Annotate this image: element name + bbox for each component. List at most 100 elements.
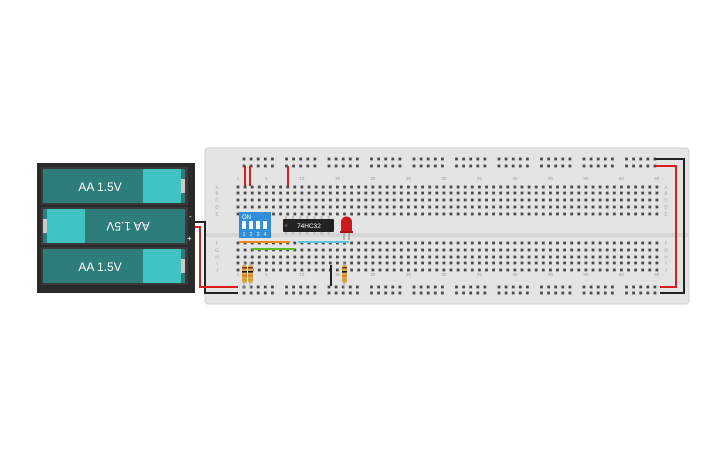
breadboard-hole[interactable] xyxy=(265,185,268,189)
breadboard-hole[interactable] xyxy=(632,164,635,168)
breadboard-hole[interactable] xyxy=(641,255,645,259)
breadboard-hole[interactable] xyxy=(591,261,595,265)
breadboard-hole[interactable] xyxy=(513,268,517,272)
breadboard-hole[interactable] xyxy=(293,268,297,272)
breadboard-hole[interactable] xyxy=(343,191,346,195)
breadboard-hole[interactable] xyxy=(378,268,382,272)
breadboard-hole[interactable] xyxy=(598,248,602,252)
breadboard-hole[interactable] xyxy=(293,255,297,259)
breadboard-hole[interactable] xyxy=(314,191,318,195)
breadboard-hole[interactable] xyxy=(603,291,607,295)
breadboard-hole[interactable] xyxy=(577,261,581,265)
breadboard-hole[interactable] xyxy=(499,248,503,252)
breadboard-hole[interactable] xyxy=(327,291,331,295)
breadboard-hole[interactable] xyxy=(499,185,503,189)
breadboard-hole[interactable] xyxy=(455,157,458,161)
breadboard-hole[interactable] xyxy=(556,212,559,216)
breadboard-hole[interactable] xyxy=(639,164,643,168)
breadboard-hole[interactable] xyxy=(350,255,353,259)
breadboard-hole[interactable] xyxy=(541,255,545,259)
breadboard-hole[interactable] xyxy=(449,261,453,265)
breadboard-hole[interactable] xyxy=(506,241,510,245)
breadboard-hole[interactable] xyxy=(504,164,508,168)
breadboard-hole[interactable] xyxy=(392,255,396,259)
breadboard-hole[interactable] xyxy=(655,191,659,195)
breadboard-hole[interactable] xyxy=(307,212,311,216)
breadboard-hole[interactable] xyxy=(492,198,495,202)
breadboard-hole[interactable] xyxy=(392,185,396,189)
breadboard-hole[interactable] xyxy=(470,261,474,265)
breadboard-hole[interactable] xyxy=(449,255,453,259)
breadboard-hole[interactable] xyxy=(541,205,545,209)
breadboard-hole[interactable] xyxy=(433,157,437,161)
breadboard-hole[interactable] xyxy=(513,255,517,259)
breadboard-hole[interactable] xyxy=(350,205,353,209)
breadboard-hole[interactable] xyxy=(563,205,566,209)
breadboard-hole[interactable] xyxy=(541,212,545,216)
breadboard-hole[interactable] xyxy=(527,185,531,189)
breadboard-hole[interactable] xyxy=(527,212,531,216)
breadboard-hole[interactable] xyxy=(506,261,510,265)
dip-toggle-2[interactable] xyxy=(249,221,253,229)
breadboard-hole[interactable] xyxy=(485,212,488,216)
breadboard-hole[interactable] xyxy=(463,255,467,259)
breadboard-hole[interactable] xyxy=(370,164,373,168)
breadboard-hole[interactable] xyxy=(377,285,380,289)
breadboard-hole[interactable] xyxy=(391,291,395,295)
breadboard-hole[interactable] xyxy=(641,205,645,209)
breadboard-hole[interactable] xyxy=(306,164,310,168)
breadboard-hole[interactable] xyxy=(625,157,628,161)
breadboard-hole[interactable] xyxy=(299,164,303,168)
breadboard-hole[interactable] xyxy=(307,268,311,272)
breadboard-hole[interactable] xyxy=(414,255,417,259)
breadboard-hole[interactable] xyxy=(605,212,609,216)
breadboard-hole[interactable] xyxy=(632,285,635,289)
breadboard-hole[interactable] xyxy=(250,191,254,195)
breadboard-hole[interactable] xyxy=(257,185,261,189)
breadboard-hole[interactable] xyxy=(470,241,474,245)
breadboard-hole[interactable] xyxy=(385,198,389,202)
breadboard-hole[interactable] xyxy=(414,205,417,209)
breadboard-hole[interactable] xyxy=(257,255,261,259)
breadboard-hole[interactable] xyxy=(371,198,375,202)
breadboard-hole[interactable] xyxy=(299,157,303,161)
breadboard-hole[interactable] xyxy=(293,205,297,209)
breadboard-hole[interactable] xyxy=(534,198,538,202)
breadboard-hole[interactable] xyxy=(520,198,524,202)
breadboard-hole[interactable] xyxy=(470,248,474,252)
breadboard-hole[interactable] xyxy=(348,164,352,168)
breadboard-hole[interactable] xyxy=(527,261,531,265)
breadboard-hole[interactable] xyxy=(556,185,559,189)
breadboard-hole[interactable] xyxy=(520,241,524,245)
breadboard-hole[interactable] xyxy=(236,185,240,189)
breadboard-hole[interactable] xyxy=(272,255,275,259)
breadboard-hole[interactable] xyxy=(328,255,332,259)
breadboard-hole[interactable] xyxy=(336,198,339,202)
breadboard-hole[interactable] xyxy=(307,185,311,189)
breadboard-hole[interactable] xyxy=(497,291,501,295)
breadboard-hole[interactable] xyxy=(350,185,353,189)
breadboard-hole[interactable] xyxy=(584,185,588,189)
breadboard-hole[interactable] xyxy=(350,268,353,272)
breadboard-hole[interactable] xyxy=(648,248,652,252)
breadboard-hole[interactable] xyxy=(554,291,558,295)
breadboard-hole[interactable] xyxy=(582,164,586,168)
breadboard-hole[interactable] xyxy=(399,191,403,195)
breadboard-hole[interactable] xyxy=(384,164,388,168)
breadboard-hole[interactable] xyxy=(612,241,616,245)
breadboard-hole[interactable] xyxy=(470,255,474,259)
breadboard-hole[interactable] xyxy=(300,191,304,195)
breadboard-hole[interactable] xyxy=(520,205,524,209)
breadboard-hole[interactable] xyxy=(492,268,495,272)
breadboard-hole[interactable] xyxy=(563,268,566,272)
breadboard-hole[interactable] xyxy=(634,261,637,265)
breadboard-hole[interactable] xyxy=(463,212,467,216)
breadboard-hole[interactable] xyxy=(513,191,517,195)
breadboard-hole[interactable] xyxy=(336,255,339,259)
breadboard-hole[interactable] xyxy=(243,191,247,195)
breadboard-hole[interactable] xyxy=(577,185,581,189)
breadboard-hole[interactable] xyxy=(603,164,607,168)
breadboard-hole[interactable] xyxy=(648,255,652,259)
breadboard-hole[interactable] xyxy=(441,157,444,161)
breadboard-hole[interactable] xyxy=(499,241,503,245)
